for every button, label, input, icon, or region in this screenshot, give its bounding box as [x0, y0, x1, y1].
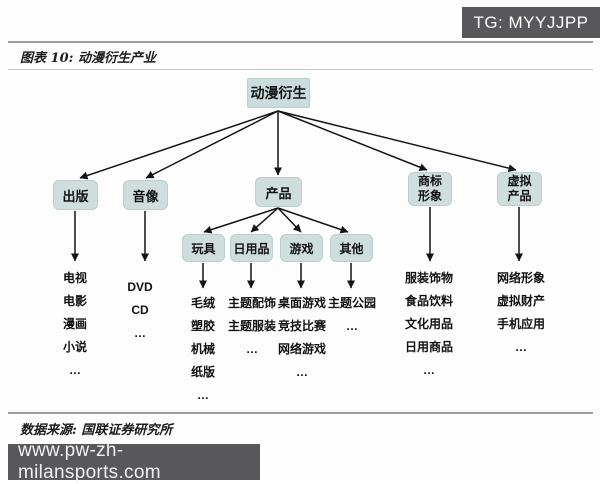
bottom-divider	[8, 412, 593, 414]
leaf-item-ellipsis: …	[515, 340, 527, 354]
node-products: 产品	[255, 177, 302, 207]
leaf-item-ellipsis: …	[134, 326, 146, 340]
leaf-item-ellipsis: …	[346, 319, 358, 333]
telegram-watermark-label: TG: MYYJJPP	[473, 12, 589, 32]
node-other: 其他	[330, 234, 373, 262]
leaf-item: 网络游戏	[277, 342, 326, 356]
edge-root-publish	[79, 110, 279, 180]
leaf-item-ellipsis: …	[197, 388, 209, 402]
website-watermark-url: www.pw-zh-milansports.com	[18, 440, 161, 483]
leaf-item: 主题服装	[227, 319, 276, 333]
leaf-list-trademark-image: 服装饰物 食品饮料 文化用品 日用商品 …	[394, 267, 464, 382]
leaf-list-toys: 毛绒 塑胶 机械 纸版 …	[168, 292, 238, 407]
edge-root-virtual	[277, 110, 517, 173]
leaf-item-ellipsis: …	[296, 365, 308, 379]
node-publishing: 出版	[53, 180, 98, 210]
node-virtual-products: 虚拟产品	[497, 172, 542, 206]
leaf-item: 毛绒	[190, 296, 215, 310]
leaf-item: 食品饮料	[404, 294, 453, 308]
edge-root-audio	[145, 110, 279, 179]
leaf-item: 小说	[62, 340, 87, 354]
leaf-list-audio-video: DVD CD …	[105, 276, 175, 345]
leaf-list-other: 主题公园 …	[317, 292, 387, 338]
leaf-item: 虚拟财产	[496, 294, 545, 308]
telegram-watermark-badge: TG: MYYJJPP	[462, 7, 600, 38]
node-daily-goods: 日用品	[230, 234, 273, 262]
node-trademark-image: 商标形象	[408, 172, 452, 206]
leaf-item: 文化用品	[404, 317, 453, 331]
edge-root-brand	[277, 110, 428, 171]
node-toys: 玩具	[182, 234, 225, 262]
leaf-item: 桌面游戏	[277, 296, 326, 310]
leaf-item: 机械	[190, 342, 215, 356]
node-audio-video: 音像	[123, 180, 168, 210]
leaf-item-ellipsis: …	[69, 363, 81, 377]
leaf-item: 日用商品	[404, 340, 453, 354]
edge-product-games	[277, 207, 302, 233]
leaf-list-virtual-products: 网络形象 虚拟财产 手机应用 …	[486, 267, 556, 359]
leaf-item: 服装饰物	[404, 271, 453, 285]
leaf-item: 纸版	[190, 365, 215, 379]
leaf-item: 电影	[62, 294, 87, 308]
leaf-item-ellipsis: …	[423, 363, 435, 377]
leaf-list-daily-goods: 主题配饰 主题服装 …	[217, 292, 287, 361]
node-root-anime-derivatives: 动漫衍生	[247, 78, 310, 108]
leaf-item: 塑胶	[190, 319, 215, 333]
edge-product-daily	[250, 207, 279, 233]
leaf-item: DVD	[127, 280, 153, 294]
top-divider	[8, 41, 593, 43]
figure-title: 图表 10: 动漫衍生产业	[20, 51, 156, 66]
leaf-item: CD	[131, 303, 149, 317]
leaf-item: 电视	[62, 271, 87, 285]
leaf-item: 漫画	[62, 317, 87, 331]
leaf-item: 竞技比赛	[277, 319, 326, 333]
edge-product-other	[277, 207, 349, 234]
data-source-note: 数据来源: 国联证券研究所	[20, 423, 173, 438]
leaf-item: 主题公园	[327, 296, 376, 310]
website-watermark-bar: www.pw-zh-milansports.com	[8, 440, 260, 483]
leaf-item: 手机应用	[496, 317, 545, 331]
leaf-item: 主题配饰	[227, 296, 276, 310]
leaf-list-publishing: 电视 电影 漫画 小说 …	[40, 267, 110, 382]
edge-product-toys	[203, 207, 279, 234]
title-divider	[8, 69, 593, 70]
leaf-item-ellipsis: …	[246, 342, 258, 356]
node-games: 游戏	[280, 234, 323, 262]
leaf-item: 网络形象	[496, 271, 545, 285]
leaf-list-games: 桌面游戏 竞技比赛 网络游戏 …	[267, 292, 337, 384]
